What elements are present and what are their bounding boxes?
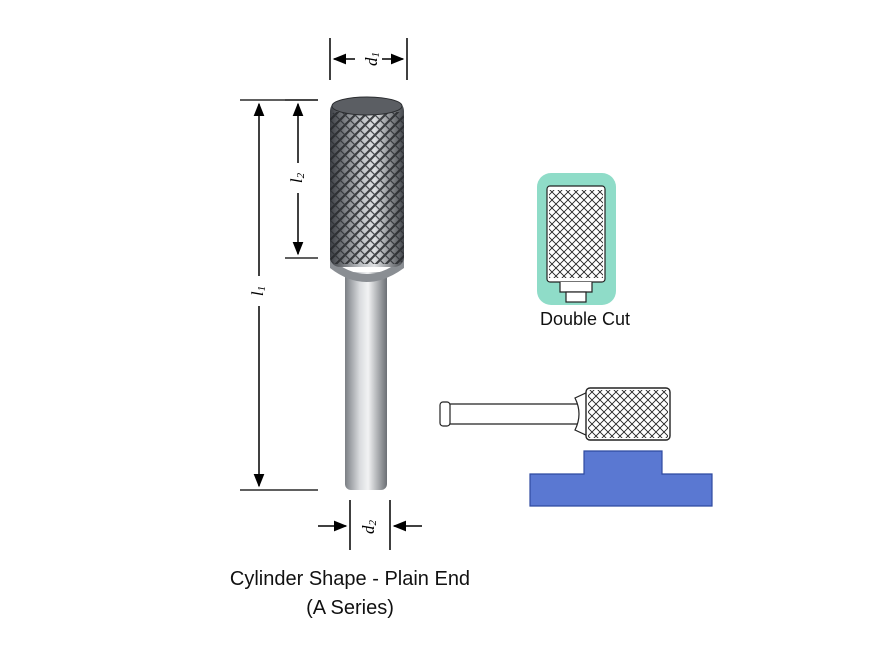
burr-flutes [330, 112, 404, 264]
workpiece [529, 450, 713, 507]
caption-series: (A Series) [306, 597, 394, 619]
dimension-l1: l1 [240, 99, 318, 491]
badge-crosshatch [549, 190, 603, 278]
dimension-l2-label: l2 [287, 172, 307, 183]
cut-type-label: Double Cut [539, 309, 631, 329]
caption-title: Cylinder Shape - Plain End [229, 568, 471, 590]
badge-shank-stub [565, 291, 587, 303]
dimension-l1-label: l1 [248, 286, 268, 296]
badge-neck [559, 282, 593, 293]
dimension-d2-label: d2 [359, 520, 379, 535]
side-shank-end [439, 401, 451, 427]
dimension-l2: l2 [285, 99, 318, 259]
carbide-burr [330, 96, 404, 490]
side-cutter-hatch [588, 390, 668, 438]
burr-end-face [331, 96, 403, 116]
double-cut-badge [537, 173, 616, 305]
side-shank [442, 403, 584, 425]
dimension-d1: d1 [329, 38, 408, 80]
dimension-d2: d2 [318, 500, 422, 550]
burr-neck [330, 258, 404, 282]
dimension-d1-label: d1 [362, 52, 382, 66]
burr-shank [345, 272, 387, 490]
application-illustration [439, 387, 713, 507]
